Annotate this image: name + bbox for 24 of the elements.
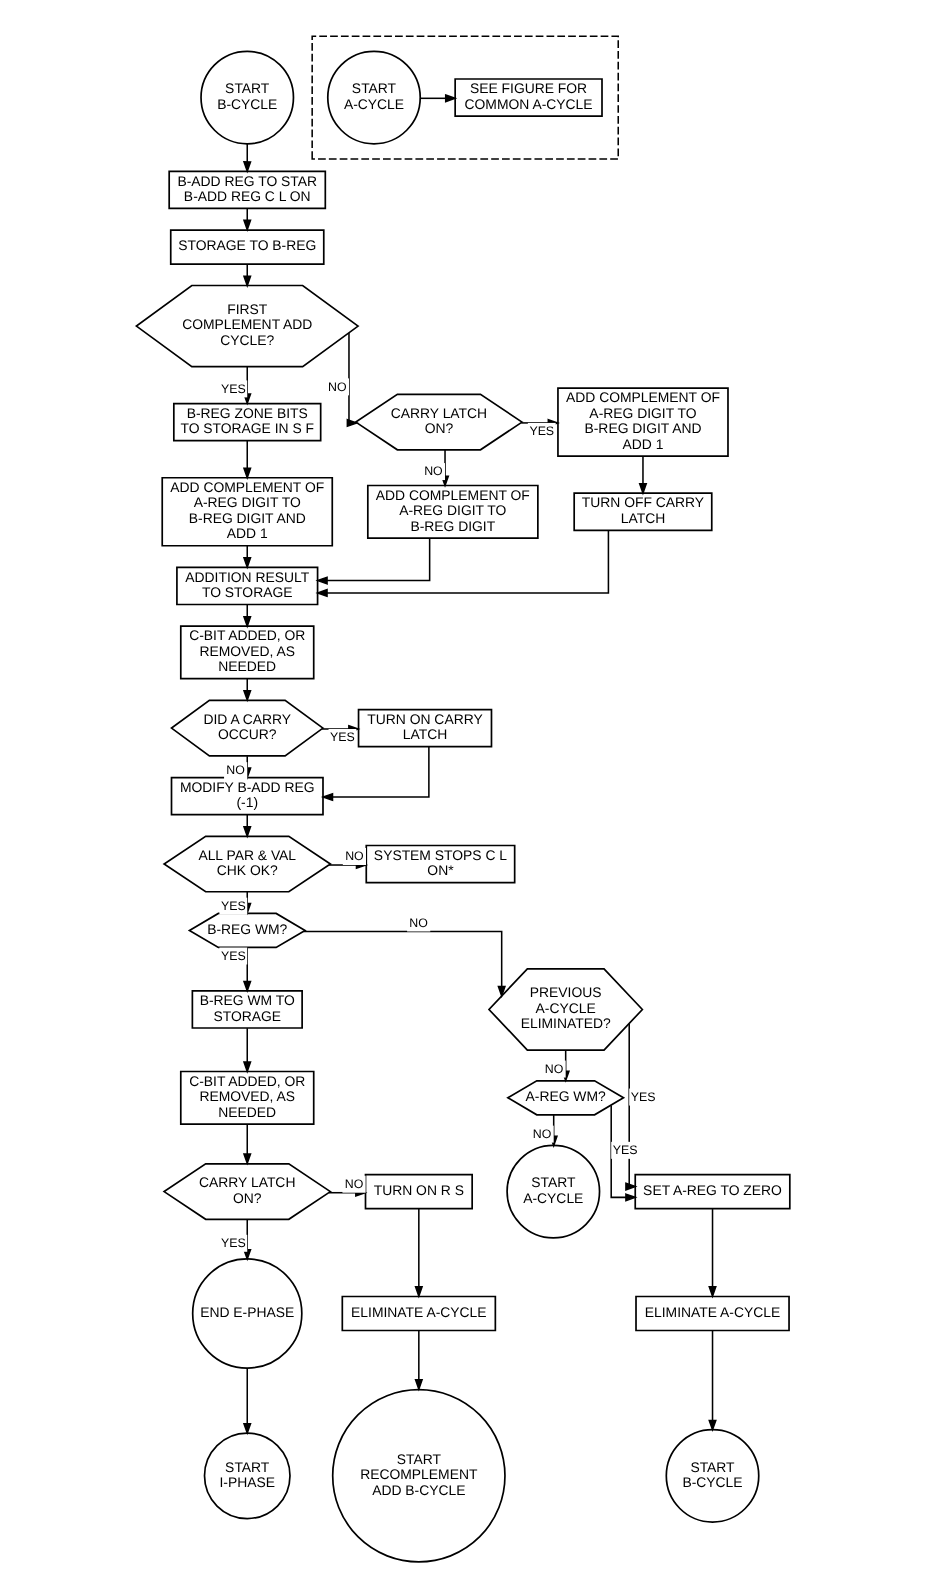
arrow [242,439,252,480]
arrow [625,1023,638,1191]
arrow [414,1330,424,1392]
arrow [419,93,458,103]
arrow [638,455,648,496]
arrow [242,813,252,839]
arrow [242,1123,252,1166]
arrow [242,142,252,174]
arrow [242,545,252,570]
arrow [346,332,359,428]
arrow [302,930,507,999]
arrow [242,207,252,232]
arrow [414,1208,424,1299]
arrow [708,1330,717,1433]
arrow [315,529,610,598]
arrow [242,263,252,288]
arrow [320,746,430,802]
arrow [242,1367,252,1436]
arrow [708,1208,717,1299]
arrow [242,604,252,629]
arrow [242,678,252,703]
cluster [311,35,619,160]
arrow [242,1027,252,1074]
arrow [315,537,431,585]
